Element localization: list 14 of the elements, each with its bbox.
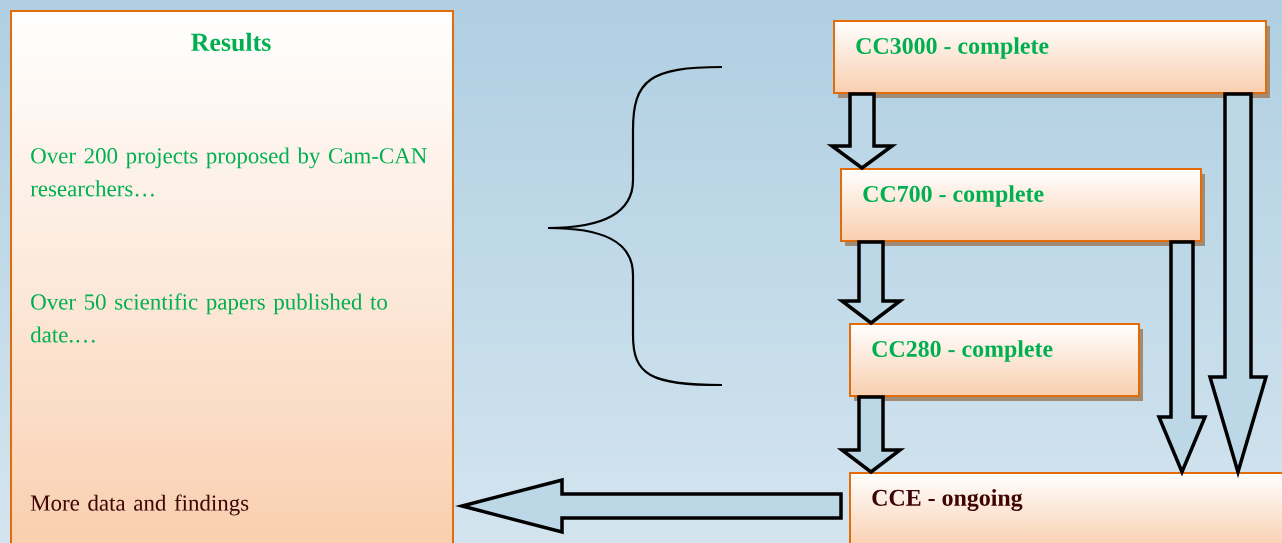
stage-box: CC3000 - complete: [833, 20, 1270, 98]
block-arrow: [1207, 92, 1269, 479]
paragraph: Over 50 scientific papers published to date.…: [31, 293, 387, 343]
heading: Results: [191, 32, 271, 52]
paragraph: More data and findings: [30, 494, 249, 516]
stage-box: CCE - ongoing: [849, 472, 1282, 543]
block-arrow: [836, 240, 906, 326]
stage-box: CC700 - complete: [840, 168, 1205, 246]
block-arrow: [836, 395, 906, 475]
paragraph: Over 200 projects proposed by Cam-CAN researchers…: [30, 147, 427, 197]
stage-box: CC280 - complete: [849, 323, 1143, 401]
block-arrow: [826, 92, 898, 171]
block-arrow: [1156, 240, 1208, 477]
block-arrow: [455, 477, 843, 535]
